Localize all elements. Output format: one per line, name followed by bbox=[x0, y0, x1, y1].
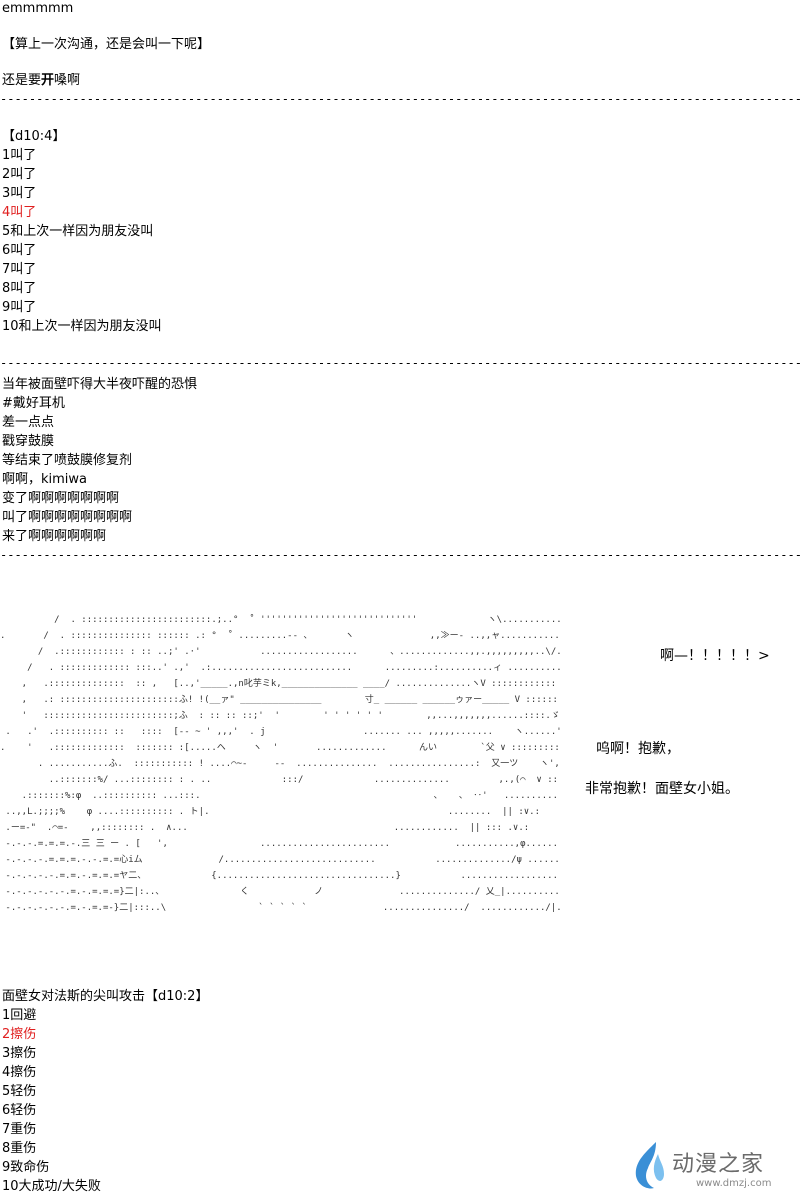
intro-line-3: 还是要开嗓啊 bbox=[2, 72, 80, 90]
divider-3: ----------------------------------------… bbox=[0, 548, 800, 562]
dice1-option-3: 3叫了 bbox=[2, 186, 37, 201]
story-line-7: 变了啊啊啊啊啊啊啊 bbox=[2, 491, 120, 506]
story-line-6: 啊啊，kimiwa bbox=[2, 472, 88, 487]
dice1-option-8: 8叫了 bbox=[2, 281, 37, 296]
dialogue-apology-2: 非常抱歉！面壁女小姐。 bbox=[585, 781, 739, 797]
dice1-option-6: 6叫了 bbox=[2, 243, 37, 258]
dice2-option-2: 2擦伤 bbox=[2, 1027, 37, 1042]
intro-line-1: emmmmm bbox=[2, 1, 74, 16]
dice2-header: 面壁女对法斯的尖叫攻击【d10:2】 bbox=[2, 989, 209, 1004]
dice1-option-2: 2叫了 bbox=[2, 167, 37, 182]
dice2-option-3: 3擦伤 bbox=[2, 1046, 37, 1061]
story-line-2: #戴好耳机 bbox=[2, 396, 65, 411]
dice1-option-5: 5和上次一样因为朋友没叫 bbox=[2, 224, 154, 239]
dice1-header: 【d10:4】 bbox=[2, 129, 66, 144]
dialogue-scream: 啊—！！！！！> bbox=[660, 648, 770, 664]
dialogue-apology-1: 呜啊！抱歉， bbox=[596, 741, 680, 757]
dice2-option-6: 6轻伤 bbox=[2, 1103, 37, 1118]
dice2-option-9: 9致命伤 bbox=[2, 1160, 50, 1175]
intro-line-3-suffix: 嗓啊 bbox=[54, 73, 81, 88]
story-line-8: 叫了啊啊啊啊啊啊啊啊 bbox=[2, 510, 133, 525]
flame-logo-icon bbox=[635, 1142, 664, 1189]
dice2-option-7: 7重伤 bbox=[2, 1122, 37, 1137]
divider-2: ----------------------------------------… bbox=[0, 356, 800, 370]
dice1-option-1: 1叫了 bbox=[2, 148, 37, 163]
intro-line-2: 【算上一次沟通，还是会叫一下呢】 bbox=[2, 37, 211, 52]
dice2-option-8: 8重伤 bbox=[2, 1141, 37, 1156]
watermark-title: 动漫之家 bbox=[672, 1152, 765, 1177]
dice2-option-1: 1回避 bbox=[2, 1008, 37, 1023]
divider-1: ----------------------------------------… bbox=[0, 92, 800, 106]
intro-line-3-prefix: 还是要 bbox=[2, 73, 42, 88]
story-line-9: 来了啊啊啊啊啊啊 bbox=[2, 529, 107, 544]
dice2-option-4: 4擦伤 bbox=[2, 1065, 37, 1080]
dice2-option-5: 5轻伤 bbox=[2, 1084, 37, 1099]
site-watermark: 动漫之家 www.dmzj.com bbox=[628, 1138, 788, 1196]
dice1-option-7: 7叫了 bbox=[2, 262, 37, 277]
dice1-option-9: 9叫了 bbox=[2, 300, 37, 315]
story-line-3: 差一点点 bbox=[2, 415, 55, 430]
intro-line-3-bold: 开 bbox=[41, 73, 55, 88]
watermark-url: www.dmzj.com bbox=[696, 1178, 772, 1189]
dice1-option-4: 4叫了 bbox=[2, 205, 37, 220]
dice2-option-10: 10大成功/大失败 bbox=[2, 1179, 101, 1194]
story-line-5: 等结束了喷鼓膜修复剂 bbox=[2, 453, 133, 468]
ascii-art-scene: / . ::::::::::::::::::::::::.;..° ˚ ''''… bbox=[0, 615, 560, 913]
story-line-1: 当年被面壁吓得大半夜吓醒的恐惧 bbox=[2, 377, 198, 392]
dice1-option-10: 10和上次一样因为朋友没叫 bbox=[2, 319, 162, 334]
story-line-4: 戳穿鼓膜 bbox=[2, 434, 55, 449]
